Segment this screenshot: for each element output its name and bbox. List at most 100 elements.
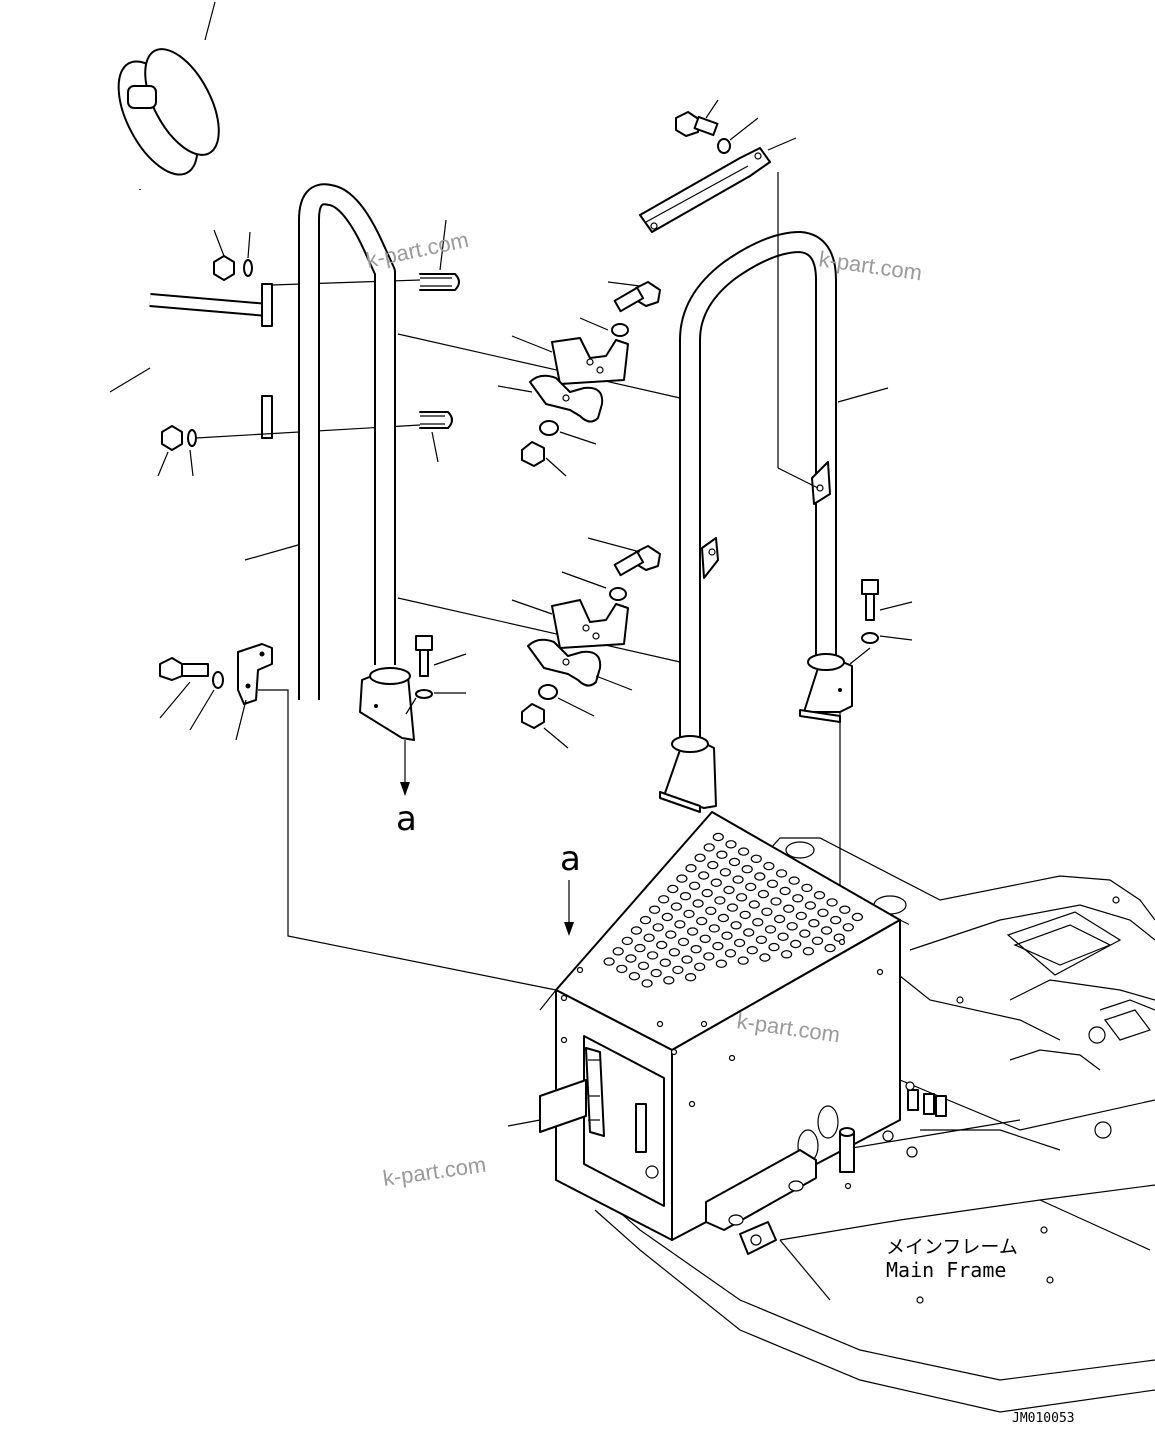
perforation-hole: [648, 905, 661, 914]
perforation-hole: [732, 875, 744, 884]
main-frame-outline: [594, 837, 1155, 1413]
perforation-hole: [808, 919, 820, 928]
perforation-hole: [820, 926, 833, 935]
nut-lower-left: [157, 425, 197, 477]
perforation-hole: [656, 940, 668, 950]
perforation-hole: [780, 950, 793, 959]
perforation-hole: [802, 947, 815, 956]
perforation-hole: [851, 912, 864, 922]
perforation-hole: [686, 927, 699, 936]
perforation-hole: [761, 907, 773, 917]
bolt-bracket-left: [159, 657, 224, 731]
handrail-right: [679, 231, 889, 742]
clamp-lower: [511, 599, 633, 691]
perforation-hole: [783, 904, 795, 913]
u-bolt-upper: [419, 219, 460, 291]
perforation-hole: [696, 916, 708, 926]
perforation-hole: [661, 912, 673, 922]
perforation-hole: [717, 913, 730, 923]
perforation-hole: [676, 874, 688, 883]
bolt-stay-bar: [675, 99, 759, 154]
perforation-hole: [643, 933, 655, 943]
perforation-hole: [759, 953, 771, 962]
perforation-hole: [630, 926, 643, 935]
perforation-hole: [790, 939, 802, 949]
perforation-hole: [786, 922, 798, 931]
perforation-hole: [811, 936, 824, 946]
perforation-hole: [668, 948, 681, 957]
main-frame-label-jp: メインフレーム: [886, 1236, 1018, 1258]
perforation-hole: [684, 973, 697, 982]
perforation-hole: [737, 847, 750, 856]
perforation-hole: [768, 942, 780, 952]
perforation-hole: [672, 965, 684, 975]
perforation-hole: [639, 915, 652, 925]
watermark: k-part.com: [364, 227, 471, 273]
perforation-hole: [743, 928, 755, 937]
perforation-hole: [699, 934, 711, 944]
perforation-hole: [616, 964, 628, 974]
perforation-hole: [716, 850, 728, 859]
perforation-hole: [603, 957, 615, 966]
nut-upper-left: [213, 229, 253, 281]
perforation-hole: [641, 979, 653, 988]
perforation-hole: [703, 952, 715, 961]
perforation-hole: [839, 905, 851, 914]
perforation-hole: [813, 891, 826, 900]
perforation-hole: [817, 908, 829, 918]
perforation-hole: [714, 896, 726, 905]
bolt-clamp-lower: [561, 537, 661, 601]
perforation-hole: [770, 897, 782, 906]
perforation-hole: [667, 884, 679, 894]
perforation-hole: [708, 924, 720, 933]
mirror-head: [117, 1, 220, 176]
perforation-hole: [712, 941, 724, 951]
perforation-hole: [746, 946, 758, 955]
perforation-hole: [733, 938, 746, 948]
perforation-hole: [710, 878, 722, 887]
perforation-hole: [804, 901, 817, 910]
perforation-hole: [763, 861, 775, 871]
perforation-hole: [690, 945, 702, 954]
perforation-hole: [694, 853, 706, 863]
perforation-hole: [775, 869, 788, 878]
perforation-hole: [792, 894, 804, 903]
handrail-right-foot-front: [659, 735, 717, 813]
perforation-hole: [719, 868, 732, 877]
perforation-hole: [799, 929, 811, 938]
perforation-hole: [824, 943, 836, 953]
perforation-hole: [688, 881, 701, 891]
perforation-hole: [741, 865, 753, 874]
nut-clamp-upper: [521, 420, 597, 477]
perforation-hole: [788, 876, 800, 885]
main-frame-label-en: Main Frame: [886, 1258, 1006, 1282]
perforation-hole: [694, 962, 706, 972]
perforation-hole: [826, 898, 838, 907]
perforation-hole: [737, 956, 749, 965]
perforation-hole: [677, 937, 690, 947]
perforation-hole: [773, 914, 786, 924]
perforation-hole: [715, 959, 728, 968]
perforation-hole: [650, 968, 662, 978]
perforation-hole: [724, 949, 737, 958]
view-label-a-box: a: [560, 839, 581, 879]
perforation-hole: [748, 900, 760, 909]
perforation-hole: [701, 888, 713, 898]
perforation-hole: [712, 832, 724, 842]
perforation-hole: [698, 871, 710, 880]
nut-clamp-lower: [521, 684, 595, 749]
perforation-hole: [730, 921, 742, 930]
perforation-hole: [670, 902, 683, 911]
drawing-code: JM010053: [1012, 1411, 1075, 1426]
battery-box-details: [507, 938, 947, 1255]
perforation-hole: [779, 886, 791, 896]
perforation-hole: [683, 909, 695, 919]
perforation-hole: [745, 882, 757, 892]
perforation-hole: [646, 951, 659, 960]
perforation-hole: [674, 920, 686, 929]
perforation-hole: [777, 932, 789, 941]
perforation-hole: [725, 840, 737, 849]
perforation-hole: [685, 864, 697, 873]
perforation-hole: [754, 872, 766, 881]
